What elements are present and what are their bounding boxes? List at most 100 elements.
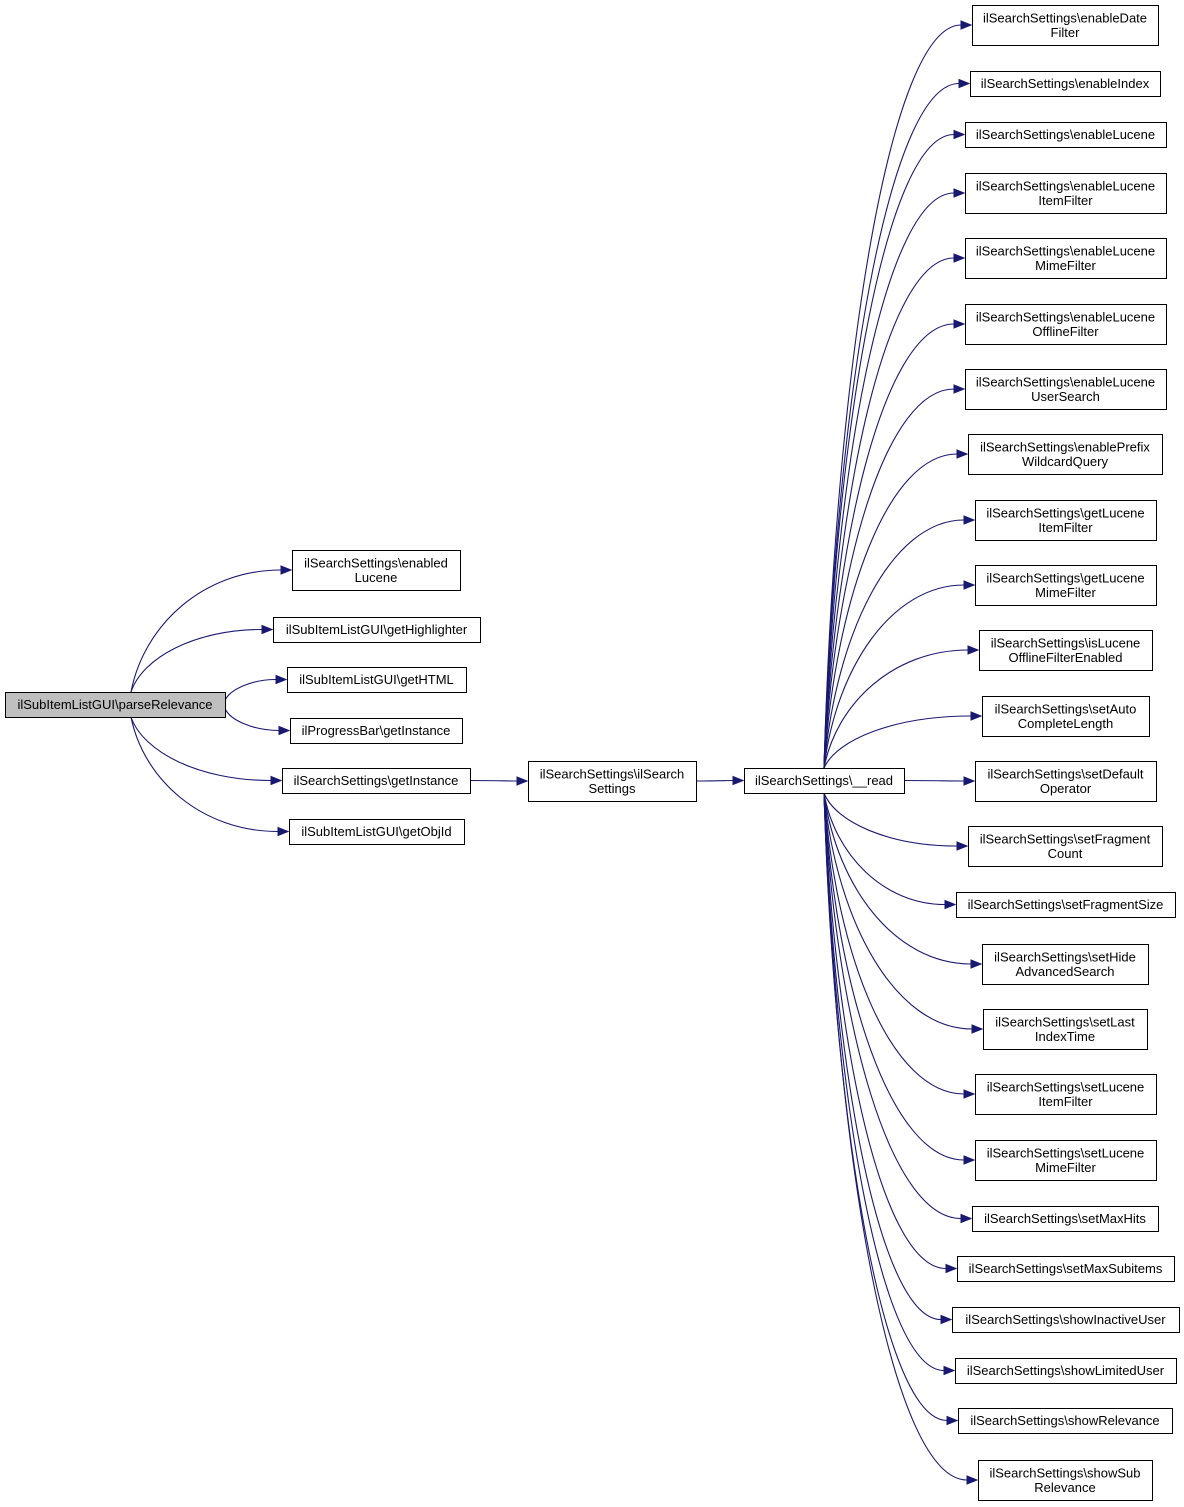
node-box bbox=[983, 1009, 1148, 1050]
node-t23[interactable]: ilSearchSettings\showLimitedUser bbox=[955, 1358, 1177, 1384]
node-ssGetInstance[interactable]: ilSearchSettings\getInstance bbox=[282, 768, 471, 794]
node-getHTML[interactable]: ilSubItemListGUI\getHTML bbox=[287, 667, 467, 693]
node-label: ilSearchSettings\enableDate bbox=[983, 10, 1147, 25]
arrowhead-icon bbox=[970, 959, 983, 969]
node-t02[interactable]: ilSearchSettings\enableIndex bbox=[970, 71, 1161, 97]
edge-line bbox=[823, 792, 958, 847]
node-t21[interactable]: ilSearchSettings\setMaxSubitems bbox=[957, 1256, 1175, 1282]
node-label: ilSearchSettings\enablePrefix bbox=[980, 439, 1150, 454]
edge-read-to-t17 bbox=[823, 792, 984, 1034]
node-label: ilSearchSettings\setLast bbox=[995, 1014, 1135, 1029]
arrowhead-icon bbox=[953, 384, 966, 394]
node-ctor[interactable]: ilSearchSettings\ilSearchSettings bbox=[528, 761, 697, 802]
arrowhead-icon bbox=[966, 1475, 979, 1485]
node-parseRelevance[interactable]: ilSubItemListGUI\parseRelevance bbox=[5, 692, 226, 718]
node-label: ilSearchSettings\getLucene bbox=[986, 570, 1144, 585]
node-label: IndexTime bbox=[1035, 1029, 1095, 1044]
arrowhead-icon bbox=[261, 624, 274, 635]
node-t06[interactable]: ilSearchSettings\enableLuceneOfflineFilt… bbox=[965, 304, 1167, 345]
edge-parseRelevance-to-getHTML bbox=[224, 674, 288, 701]
node-t15[interactable]: ilSearchSettings\setFragmentSize bbox=[956, 892, 1176, 918]
arrowhead-icon bbox=[960, 20, 973, 30]
node-t24[interactable]: ilSearchSettings\showRelevance bbox=[958, 1408, 1173, 1434]
edge-line bbox=[695, 779, 734, 782]
node-box bbox=[290, 718, 463, 744]
edge-parseRelevance-to-getObjId bbox=[130, 716, 290, 837]
edge-line bbox=[823, 792, 947, 1270]
edge-line bbox=[823, 584, 965, 769]
arrowhead-icon bbox=[953, 188, 966, 198]
node-pbGetInstance[interactable]: ilProgressBar\getInstance bbox=[290, 718, 463, 744]
node-box bbox=[289, 819, 465, 845]
edge-read-to-t19 bbox=[823, 792, 976, 1165]
node-label: Settings bbox=[589, 781, 636, 796]
node-label: ilSearchSettings\isLucene bbox=[991, 635, 1141, 650]
edge-line bbox=[823, 792, 942, 1321]
node-label: ilSearchSettings\showInactiveUser bbox=[965, 1312, 1166, 1327]
node-label: ilSearchSettings\enableIndex bbox=[981, 76, 1150, 91]
node-label: OfflineFilterEnabled bbox=[1009, 650, 1123, 665]
edge-line bbox=[224, 678, 277, 701]
arrowhead-icon bbox=[277, 826, 290, 837]
node-label: ilSearchSettings\setLucene bbox=[987, 1079, 1145, 1094]
node-label: ilSearchSettings\enableLucene bbox=[976, 374, 1155, 389]
node-getHighlighter[interactable]: ilSubItemListGUI\getHighlighter bbox=[273, 617, 481, 643]
node-t20[interactable]: ilSearchSettings\setMaxHits bbox=[972, 1206, 1159, 1232]
node-label: MimeFilter bbox=[1035, 258, 1096, 273]
node-box bbox=[952, 1307, 1180, 1333]
node-label: ilSearchSettings\setHide bbox=[994, 949, 1136, 964]
node-label: ilSearchSettings\getLucene bbox=[986, 505, 1144, 520]
edge-read-to-t13 bbox=[903, 776, 976, 786]
node-t03[interactable]: ilSearchSettings\enableLucene bbox=[965, 122, 1167, 148]
node-label: ilSearchSettings\showLimitedUser bbox=[967, 1363, 1165, 1378]
edge-read-to-t12 bbox=[823, 711, 983, 769]
edge-line bbox=[130, 569, 282, 693]
arrowhead-icon bbox=[946, 1415, 959, 1426]
node-layer: ilSubItemListGUI\parseRelevance ilSearchS… bbox=[5, 5, 1180, 1501]
node-t11[interactable]: ilSearchSettings\isLuceneOfflineFilterEn… bbox=[979, 630, 1153, 671]
arrowhead-icon bbox=[963, 1155, 976, 1165]
node-box bbox=[975, 565, 1157, 606]
node-label: ilSearchSettings\setLucene bbox=[987, 1145, 1145, 1160]
edge-line bbox=[823, 792, 965, 1161]
arrowhead-icon bbox=[275, 674, 288, 685]
node-read[interactable]: ilSearchSettings\__read bbox=[744, 768, 905, 794]
node-label: Count bbox=[1048, 846, 1083, 861]
edge-line bbox=[823, 257, 955, 769]
edge-read-to-t06 bbox=[823, 319, 966, 769]
node-label: ilSearchSettings\enableLucene bbox=[976, 309, 1155, 324]
edge-line bbox=[823, 24, 962, 769]
node-label: ilSearchSettings\enabled bbox=[304, 555, 448, 570]
edge-read-to-t04 bbox=[823, 188, 966, 769]
edge-read-to-t10 bbox=[823, 580, 976, 769]
edge-read-to-t15 bbox=[823, 792, 957, 910]
node-label: CompleteLength bbox=[1018, 716, 1113, 731]
node-label: ilSearchSettings\showRelevance bbox=[970, 1413, 1159, 1428]
node-label: ilSearchSettings\setFragment bbox=[980, 831, 1151, 846]
node-box bbox=[958, 1408, 1173, 1434]
edge-line bbox=[130, 628, 263, 693]
node-t08[interactable]: ilSearchSettings\enablePrefixWildcardQue… bbox=[968, 434, 1163, 475]
node-getObjId[interactable]: ilSubItemListGUI\getObjId bbox=[289, 819, 465, 845]
node-t22[interactable]: ilSearchSettings\showInactiveUser bbox=[952, 1307, 1180, 1333]
arrowhead-icon bbox=[278, 725, 291, 736]
arrowhead-icon bbox=[956, 449, 969, 459]
edge-line bbox=[823, 388, 955, 769]
edge-read-to-t16 bbox=[823, 792, 983, 969]
arrowhead-icon bbox=[963, 1089, 976, 1099]
